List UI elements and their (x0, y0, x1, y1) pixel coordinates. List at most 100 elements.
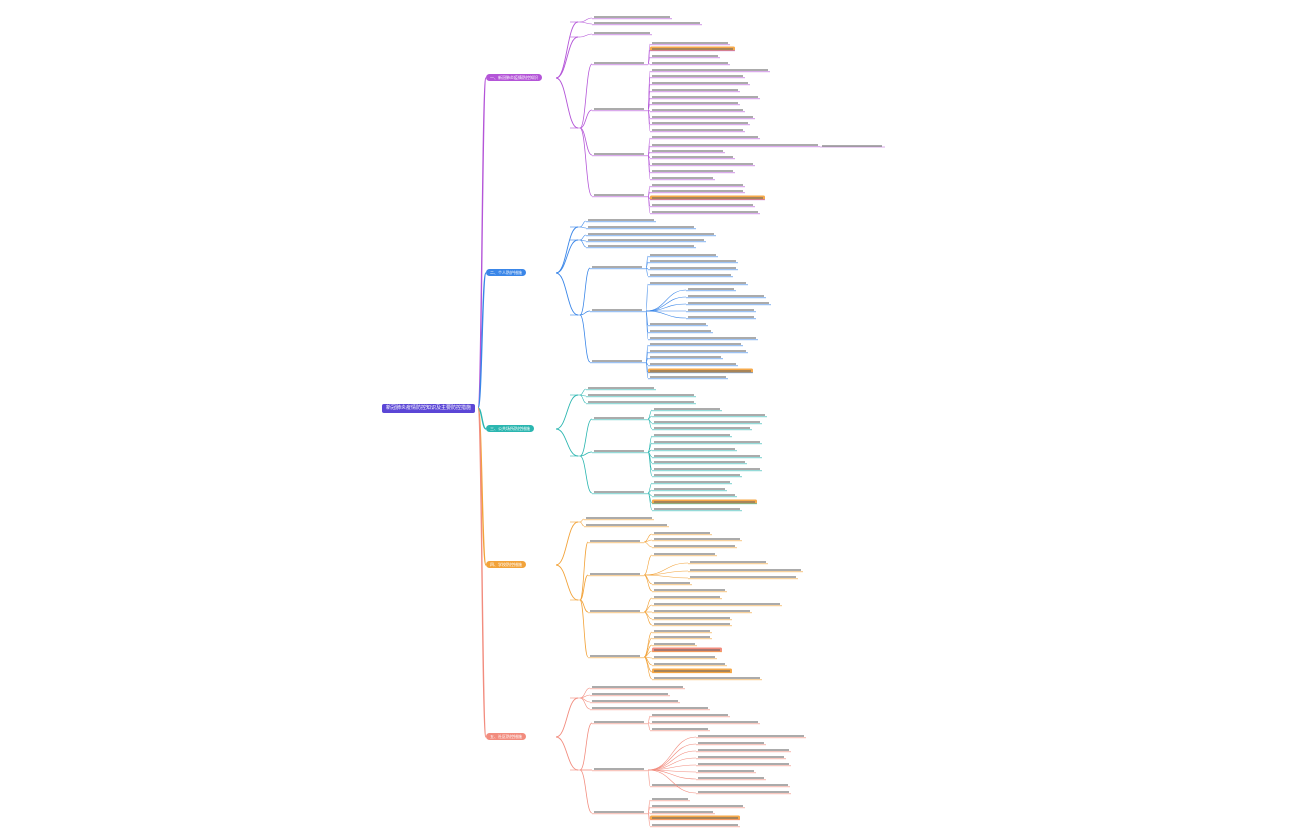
branch-connector (579, 388, 587, 396)
text-placeholder (592, 309, 642, 311)
branch-connector (579, 541, 589, 601)
branch-connector (645, 310, 649, 340)
branch-connector (579, 455, 593, 494)
text-placeholder (654, 508, 740, 510)
text-placeholder (650, 254, 716, 256)
branch-node-2[interactable]: 二、个人防护措施 (486, 269, 526, 276)
branch-connector (579, 239, 587, 248)
text-placeholder (652, 82, 748, 84)
text-placeholder (652, 129, 743, 131)
text-placeholder (592, 360, 642, 362)
text-placeholder (698, 791, 789, 793)
text-placeholder (698, 742, 764, 744)
text-placeholder (652, 204, 753, 206)
text-placeholder (652, 211, 758, 213)
branch-connector (579, 310, 591, 316)
text-placeholder (652, 177, 713, 179)
root-node[interactable]: 新冠肺炎疫情防控知识及主要防控措施 (382, 404, 476, 413)
branch-connector (579, 109, 593, 129)
text-placeholder (652, 150, 723, 152)
text-placeholder (654, 610, 750, 612)
text-placeholder (652, 89, 738, 91)
text-placeholder (654, 421, 760, 423)
text-placeholder (654, 434, 730, 436)
branch-connector (645, 310, 687, 319)
branch-connector (645, 361, 649, 379)
text-placeholder (650, 370, 751, 372)
branch-node-3[interactable]: 三、公共场所防控措施 (486, 425, 534, 432)
text-placeholder (698, 777, 764, 779)
text-placeholder (588, 233, 714, 235)
text-placeholder (652, 184, 743, 186)
text-placeholder (652, 714, 728, 716)
text-placeholder (688, 316, 754, 318)
text-placeholder (698, 763, 789, 765)
branch-connector (579, 33, 593, 38)
branch-connector (555, 564, 579, 601)
text-placeholder (650, 282, 746, 284)
text-placeholder (654, 617, 730, 619)
text-placeholder (654, 596, 720, 598)
branch-connector (647, 435, 653, 453)
text-placeholder (594, 22, 700, 24)
text-placeholder (690, 561, 766, 563)
text-placeholder (594, 417, 644, 419)
branch-connector (643, 554, 653, 576)
text-placeholder (590, 573, 640, 575)
text-placeholder (650, 356, 721, 358)
text-placeholder (652, 805, 743, 807)
branch-connector (555, 394, 579, 430)
text-placeholder (592, 686, 683, 688)
branch-node-5[interactable]: 五、社区防控措施 (486, 733, 526, 740)
text-placeholder (654, 623, 730, 625)
branch-connector (647, 418, 653, 430)
text-placeholder (652, 784, 788, 786)
text-placeholder (652, 122, 748, 124)
text-placeholder (594, 32, 650, 34)
branch-connector (579, 518, 585, 523)
branch-connector (555, 21, 579, 79)
branch-connector (555, 226, 579, 274)
text-placeholder (654, 414, 765, 416)
branch-connector (579, 17, 593, 23)
branch-connector (555, 521, 579, 566)
text-placeholder (690, 569, 801, 571)
branch-connector (647, 769, 697, 794)
text-placeholder (588, 401, 694, 403)
text-placeholder (654, 468, 760, 470)
text-placeholder (650, 323, 706, 325)
branch-connector (647, 743, 697, 771)
text-placeholder (698, 735, 804, 737)
branch-connector (477, 407, 487, 738)
text-placeholder (652, 75, 743, 77)
branch-connector (647, 736, 697, 771)
text-placeholder (652, 136, 758, 138)
branch-node-4[interactable]: 四、学校防控措施 (486, 561, 526, 568)
text-placeholder (822, 145, 882, 147)
text-placeholder (654, 441, 760, 443)
text-placeholder (652, 163, 753, 165)
text-placeholder (654, 488, 725, 490)
text-placeholder (586, 517, 652, 519)
text-placeholder (652, 102, 738, 104)
text-placeholder (652, 156, 733, 158)
text-placeholder (650, 376, 726, 378)
branch-connector (647, 769, 697, 780)
branch-node-1[interactable]: 一、新冠肺炎疫情防控知识 (486, 74, 542, 81)
text-placeholder (654, 630, 710, 632)
text-placeholder (594, 721, 644, 723)
branch-connector (477, 407, 487, 430)
branch-connector (579, 394, 587, 404)
text-placeholder (592, 693, 668, 695)
branch-connector (643, 539, 653, 543)
branch-connector (579, 521, 585, 527)
text-placeholder (588, 394, 694, 396)
branch-connector (647, 492, 653, 511)
branch-connector (647, 109, 651, 132)
text-placeholder (650, 363, 736, 365)
text-placeholder (652, 817, 738, 819)
text-placeholder (654, 677, 760, 679)
branch-connector (647, 722, 651, 731)
text-placeholder (654, 603, 780, 605)
